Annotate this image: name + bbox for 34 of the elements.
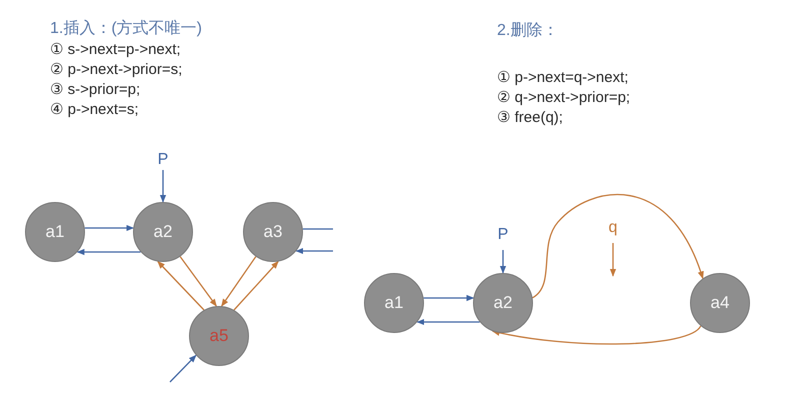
arrow bbox=[295, 248, 333, 254]
pointer-label: P bbox=[498, 226, 508, 244]
list-node-circle: a2 bbox=[133, 202, 193, 262]
section-heading: 2.删除： bbox=[497, 21, 558, 41]
section-heading: 1.插入：(方式不唯一) bbox=[50, 18, 202, 39]
code-line: ② p->next->prior=s; bbox=[50, 60, 182, 78]
pointer-label: q bbox=[608, 219, 618, 237]
arrow bbox=[76, 248, 141, 256]
list-node-circle: a1 bbox=[364, 273, 424, 333]
code-line: ① p->next=q->next; bbox=[497, 68, 628, 86]
arrow bbox=[84, 224, 134, 232]
arrow bbox=[416, 318, 480, 326]
arrow bbox=[160, 170, 166, 203]
arrow bbox=[180, 256, 217, 307]
arrow bbox=[492, 326, 702, 345]
arrow bbox=[532, 194, 704, 298]
arrow bbox=[157, 260, 204, 310]
list-node-circle: a5 bbox=[189, 306, 249, 366]
list-node-circle: a3 bbox=[243, 202, 303, 262]
code-line: ③ free(q); bbox=[497, 108, 563, 126]
arrow bbox=[234, 260, 279, 310]
list-node-circle: a1 bbox=[25, 202, 85, 262]
code-line: ② q->next->prior=p; bbox=[497, 88, 630, 106]
arrow bbox=[610, 243, 616, 277]
list-node-circle: a2 bbox=[473, 273, 533, 333]
list-node-circle: a4 bbox=[690, 273, 750, 333]
code-line: ① s->next=p->next; bbox=[50, 40, 181, 58]
arrow bbox=[170, 354, 197, 382]
code-line: ③ s->prior=p; bbox=[50, 80, 140, 98]
pointer-label: P bbox=[158, 151, 168, 169]
code-line: ④ p->next=s; bbox=[50, 100, 138, 118]
arrow bbox=[500, 250, 506, 274]
arrow bbox=[221, 256, 256, 307]
arrow bbox=[424, 294, 474, 302]
